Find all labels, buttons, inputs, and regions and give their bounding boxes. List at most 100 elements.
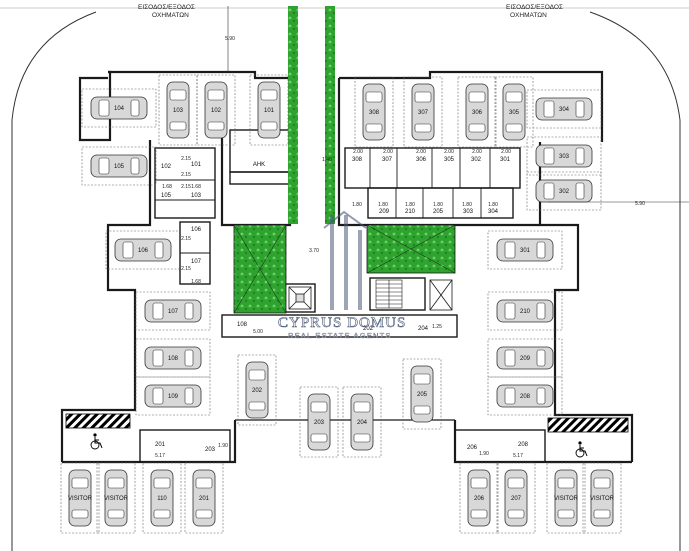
parking-space-label: 205 — [417, 392, 428, 398]
parking-bay-outline — [249, 74, 289, 146]
wheelchair-icon — [90, 433, 103, 450]
dimension-label: 2.00 — [383, 149, 393, 155]
car-windshield — [413, 373, 431, 385]
dimension-label: 2.15 — [181, 266, 191, 272]
car-windshield — [543, 182, 555, 200]
parking-space-label: 307 — [418, 110, 429, 116]
storage-room-label: 204 — [418, 326, 429, 332]
parking-bay-outline — [135, 291, 211, 331]
dimension-label: 5.17 — [513, 453, 523, 459]
parking-bay-outline — [135, 376, 211, 416]
parking-space-label: 103 — [173, 108, 184, 114]
dimension-label: 2.15 — [181, 156, 191, 162]
parking-space: 109 — [135, 376, 211, 416]
parking-space-label: 308 — [369, 110, 380, 116]
car-rear-window — [248, 401, 266, 411]
parking-space-label: 109 — [168, 394, 179, 400]
parking-space-label: 110 — [157, 496, 167, 502]
car-windshield — [152, 387, 164, 405]
parking-bay-outline — [342, 386, 382, 458]
storage-room-label: 303 — [463, 209, 474, 215]
garden-strip-right — [325, 6, 335, 224]
parking-space: 305 — [494, 76, 534, 148]
car-rear-window — [575, 100, 585, 118]
car-rear-window — [468, 123, 486, 133]
car-rear-window — [154, 241, 164, 259]
car-rear-window — [536, 387, 546, 405]
car-rear-window — [353, 433, 371, 443]
dimension-label: 1.80 — [488, 202, 498, 208]
car-rear-window — [557, 509, 575, 519]
dimension-label: 1.90 — [218, 443, 228, 449]
parking-space-label: 107 — [168, 309, 179, 315]
car-windshield — [507, 477, 525, 489]
dimension-label: 2.15 — [181, 236, 191, 242]
dimension-label: 2.15 — [181, 184, 191, 190]
vent-shaft — [429, 279, 453, 311]
parking-space: 101 — [249, 74, 289, 146]
parking-space: 203 — [299, 386, 339, 458]
parking-space: 105 — [81, 146, 157, 186]
car-windshield — [505, 91, 523, 103]
storage-room-label: 302 — [471, 157, 482, 163]
car-windshield — [152, 349, 164, 367]
parking-space: 306 — [457, 76, 497, 148]
storage-room-label: 209 — [379, 209, 390, 215]
storage-room-label: 205 — [433, 209, 444, 215]
car-rear-window — [260, 121, 278, 131]
car-windshield — [71, 477, 89, 489]
dimension-label: 1.25 — [432, 324, 442, 330]
parking-space: 307 — [403, 76, 443, 148]
parking-space: 209 — [487, 338, 563, 378]
dimension-label: 2.00 — [416, 149, 426, 155]
parking-space-label: 208 — [520, 394, 531, 400]
storage-room-label: 102 — [161, 164, 172, 170]
parking-bay-outline — [158, 74, 198, 146]
storage-room-label: 203 — [205, 447, 216, 453]
dimension-label: 1.90 — [479, 451, 489, 457]
parking-space: VISITOR — [96, 462, 136, 534]
car-windshield — [504, 302, 516, 320]
storage-room-label: 103 — [191, 193, 202, 199]
car-windshield — [310, 401, 328, 413]
parking-space: 207 — [496, 462, 536, 534]
parking-space: 303 — [526, 136, 602, 176]
dimension-label: 1.80 — [462, 202, 472, 208]
parking-space: 205 — [402, 358, 442, 430]
parking-space-label: 101 — [264, 108, 275, 114]
car-rear-window — [365, 123, 383, 133]
parking-bay-outline — [487, 291, 563, 331]
car-windshield — [153, 477, 171, 489]
parking-bay-outline — [459, 462, 499, 534]
parking-bay-outline — [546, 462, 586, 534]
parking-space-label: 301 — [520, 248, 531, 254]
dimension-label: 1.80 — [378, 202, 388, 208]
storage-room-label: 202 — [363, 326, 374, 332]
car-windshield — [543, 147, 555, 165]
storage-room-label: 106 — [191, 227, 202, 233]
car-windshield — [557, 477, 575, 489]
car-rear-window — [536, 241, 546, 259]
storage-room-label: 306 — [416, 157, 427, 163]
car-windshield — [98, 99, 110, 117]
car-rear-window — [71, 509, 89, 519]
parking-space-label: 102 — [211, 108, 222, 114]
dimension-label: 1.80 — [433, 202, 443, 208]
dimension-label: 1.68 — [191, 184, 201, 190]
car-rear-window — [593, 509, 611, 519]
parking-space-label: 201 — [199, 496, 210, 502]
car-windshield — [207, 89, 225, 101]
car-windshield — [260, 89, 278, 101]
room-ahk-label: AHK — [253, 162, 265, 168]
parking-space: 108 — [135, 338, 211, 378]
stair-icon — [375, 279, 403, 309]
car-windshield — [152, 302, 164, 320]
storage-room-label: 105 — [161, 193, 172, 199]
car-windshield — [593, 477, 611, 489]
car-rear-window — [107, 509, 125, 519]
parking-space: 304 — [526, 89, 602, 129]
parking-space-label: 206 — [474, 496, 485, 502]
parking-space: 102 — [196, 74, 236, 146]
car-rear-window — [130, 99, 140, 117]
